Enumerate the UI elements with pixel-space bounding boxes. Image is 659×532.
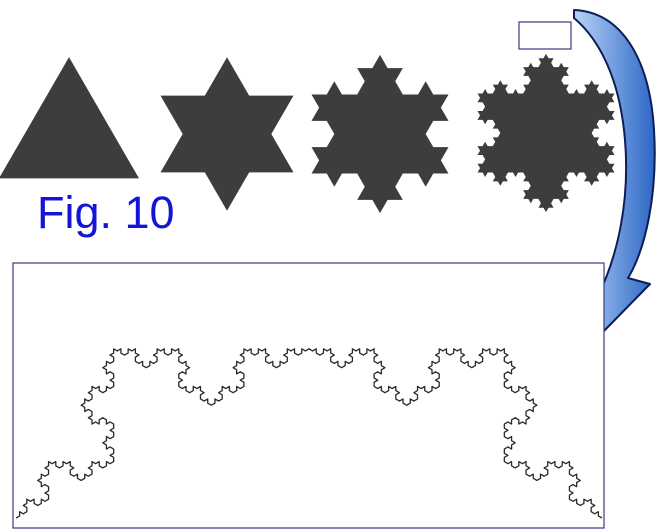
koch-iteration-2 (311, 54, 449, 214)
zoom-selection-box (518, 21, 572, 50)
koch-iteration-3 (477, 53, 615, 213)
figure-label: Fig. 10 (37, 187, 175, 238)
koch-curve-detail (15, 348, 603, 519)
koch-iteration-1 (160, 57, 294, 211)
detail-frame (12, 262, 605, 529)
koch-iteration-0 (0, 57, 139, 179)
iteration-row (0, 53, 615, 214)
curved-arrow-icon (573, 9, 656, 336)
